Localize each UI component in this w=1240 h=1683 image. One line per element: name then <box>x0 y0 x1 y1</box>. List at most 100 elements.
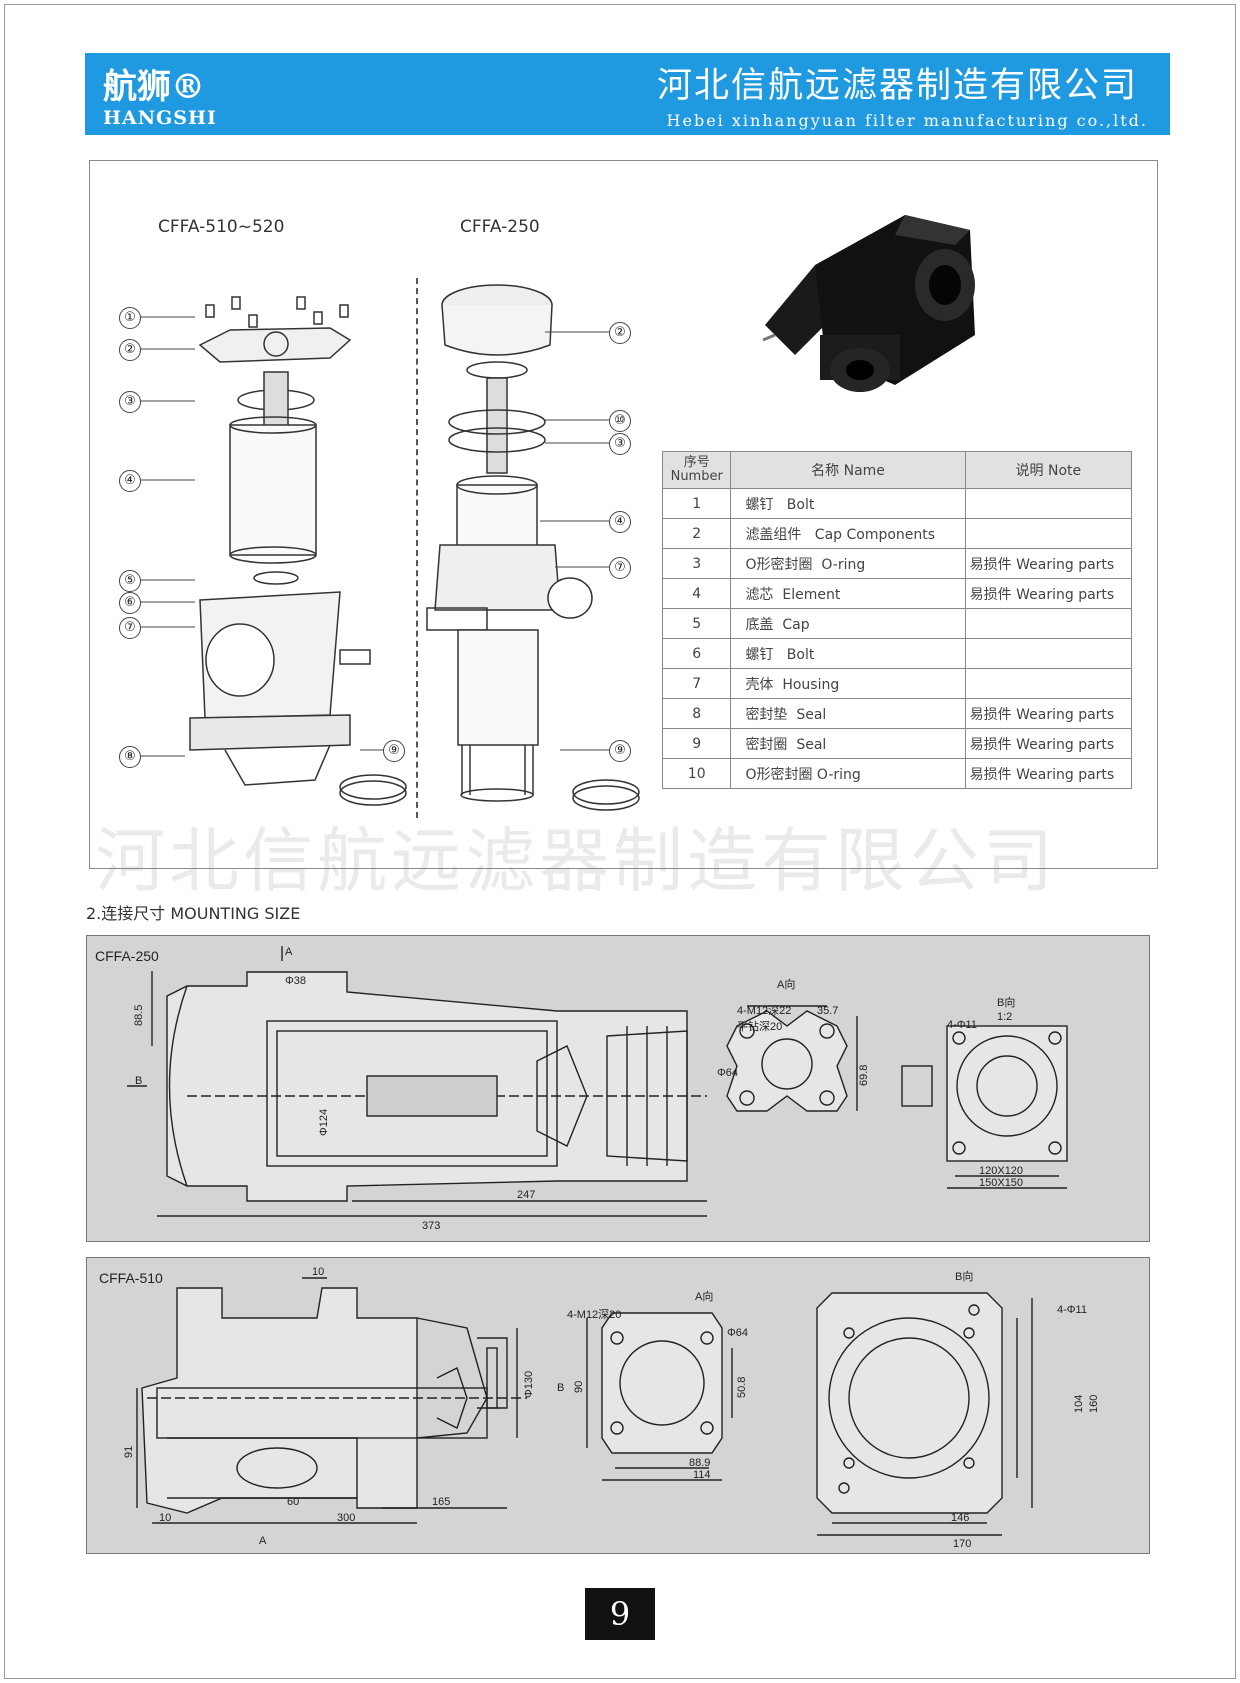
header-name: 名称 Name <box>730 451 966 489</box>
table-row: 6 螺钉 Bolt <box>661 638 1133 669</box>
exploded-view-frame <box>89 160 1158 869</box>
table-row: 5 底盖 Cap <box>661 608 1133 639</box>
left-model-label: CFFA-510~520 <box>158 217 285 237</box>
row-name: 螺钉 Bolt <box>730 638 966 669</box>
dim-d124: Φ124 <box>318 1109 330 1136</box>
row-name-en: O-ring <box>821 556 866 573</box>
row-name-en: Cap <box>782 616 810 633</box>
dim-69-8: 69.8 <box>858 1065 870 1086</box>
row-name-cn: 滤盖组件 <box>745 526 802 543</box>
dim-90: 90 <box>573 1381 585 1393</box>
row-name-en: Seal <box>796 736 827 753</box>
cffa-510-drawing: CFFA-510 10 Φ130 B 91 10 60 300 165 A A向… <box>99 1266 1100 1550</box>
parts-table: 序号 Number 名称 Name 说明 Note 1 螺钉 Bolt 2 滤盖… <box>661 451 1133 789</box>
row-number: 9 <box>661 728 732 759</box>
row-note: 易损件 Wearing parts <box>964 698 1133 729</box>
callout-3-right: ③ <box>609 433 631 455</box>
row-note <box>964 518 1133 549</box>
dim-b-arrow: B <box>557 1382 564 1394</box>
row-number: 8 <box>661 698 732 729</box>
row-name-en: Bolt <box>786 646 815 663</box>
row-name-en: Cap Components <box>814 526 936 543</box>
row-name-cn: O形密封圈 <box>745 556 813 573</box>
product-photo <box>762 215 975 392</box>
table-row: 1 螺钉 Bolt <box>661 488 1133 519</box>
right-model-label: CFFA-250 <box>460 217 540 237</box>
callout-8-left: ⑧ <box>119 746 141 768</box>
dim-104: 104 <box>1073 1395 1085 1413</box>
row-name: 底盖 Cap <box>730 608 966 639</box>
row-name: 密封圈 Seal <box>730 728 966 759</box>
holes-label: 4-Φ11 <box>947 1019 977 1031</box>
row-name-cn: 螺钉 <box>745 646 774 663</box>
dim-170: 170 <box>953 1538 971 1550</box>
cffa-250-label: CFFA-250 <box>95 948 159 964</box>
row-name: 滤芯 Element <box>730 578 966 609</box>
bolts-illustration <box>205 296 349 328</box>
row-note: 易损件 Wearing parts <box>964 758 1133 789</box>
callout-9-right: ⑨ <box>609 740 631 762</box>
dim-88-9: 88.9 <box>689 1457 710 1469</box>
page-frame <box>4 4 1236 1679</box>
row-name: O形密封圈 O-ring <box>730 758 966 789</box>
dim-120x120: 120X120 <box>979 1165 1023 1177</box>
thread-label: 4-M12深22 <box>737 1004 791 1017</box>
callout-7-right: ⑦ <box>609 557 631 579</box>
table-row: 9 密封圈 Seal 易损件 Wearing parts <box>661 728 1133 759</box>
row-name: 螺钉 Bolt <box>730 488 966 519</box>
row-number: 1 <box>661 488 732 519</box>
page-number: 9 <box>585 1588 655 1640</box>
table-row: 10 O形密封圈 O-ring 易损件 Wearing parts <box>661 758 1133 789</box>
dim-114: 114 <box>693 1469 711 1481</box>
row-note <box>964 608 1133 639</box>
drawing-panel-cffa-250: CFFA-250 A Φ38 88.5 B Φ124 247 373 A向 4-… <box>86 935 1150 1242</box>
row-name-en: Element <box>782 586 841 603</box>
dim-l10: 10 <box>159 1512 171 1524</box>
dim-d130: Φ130 <box>523 1371 535 1398</box>
row-name-cn: 滤芯 <box>745 586 774 603</box>
parts-table-header: 序号 Number 名称 Name 说明 Note <box>661 451 1133 489</box>
row-number: 6 <box>661 638 732 669</box>
row-name: 密封垫 Seal <box>730 698 966 729</box>
dim-a-arrow: A <box>285 946 293 958</box>
section-title-mounting-size: 2.连接尺寸 MOUNTING SIZE <box>86 904 301 923</box>
dim-t10: 10 <box>312 1266 324 1278</box>
row-number: 10 <box>661 758 732 789</box>
view-a-label: A向 <box>777 977 795 991</box>
row-note <box>964 488 1133 519</box>
dim-d64: Φ64 <box>717 1067 738 1079</box>
table-row: 8 密封垫 Seal 易损件 Wearing parts <box>661 698 1133 729</box>
row-note <box>964 638 1133 669</box>
view-b-label: B向 <box>955 1269 973 1283</box>
row-number: 5 <box>661 608 732 639</box>
table-row: 3 O形密封圈 O-ring 易损件 Wearing parts <box>661 548 1133 579</box>
row-name-cn: 螺钉 <box>745 496 774 513</box>
row-name-cn: 密封圈 <box>745 736 788 753</box>
dim-91: 91 <box>123 1446 135 1458</box>
row-name: O形密封圈 O-ring <box>730 548 966 579</box>
callout-4-left: ④ <box>119 470 141 492</box>
dim-165: 165 <box>432 1496 450 1508</box>
cffa-510-label: CFFA-510 <box>99 1270 163 1286</box>
row-name-cn: O形密封圈 <box>745 766 813 783</box>
header-number-cn: 序号 <box>683 455 710 470</box>
brand-name-en: HANGSHI <box>103 107 217 129</box>
row-name-en: O-ring <box>816 766 861 783</box>
dim-300: 300 <box>337 1512 355 1524</box>
callout-5-left: ⑤ <box>119 570 141 592</box>
row-name-en: Bolt <box>786 496 815 513</box>
callout-4-right: ④ <box>609 511 631 533</box>
dim-b-arrow: B <box>135 1075 142 1087</box>
row-note: 易损件 Wearing parts <box>964 548 1133 579</box>
view-a-label: A向 <box>695 1289 713 1303</box>
exploded-drawing <box>141 284 640 811</box>
company-name-en: Hebei xinhangyuan filter manufacturing c… <box>666 111 1148 130</box>
row-name-cn: 底盖 <box>745 616 774 633</box>
brand-name-cn: 航狮® <box>103 67 205 107</box>
callout-6-left: ⑥ <box>119 592 141 614</box>
row-name-en: Seal <box>796 706 827 723</box>
row-number: 2 <box>661 518 732 549</box>
row-name: 壳体 Housing <box>730 668 966 699</box>
dim-50-8: 50.8 <box>736 1377 748 1398</box>
callout-7-left: ⑦ <box>119 617 141 639</box>
